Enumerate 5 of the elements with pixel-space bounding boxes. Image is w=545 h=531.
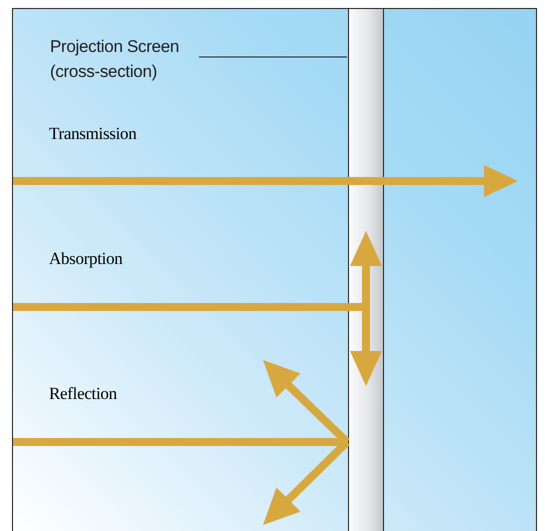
light-behavior-label: Absorption: [49, 249, 123, 269]
leader-line: [198, 56, 348, 58]
screen-caption: Projection Screen (cross-section): [50, 34, 200, 84]
light-behavior-label: Reflection: [49, 384, 117, 404]
light-behavior-label: Transmission: [49, 124, 136, 144]
